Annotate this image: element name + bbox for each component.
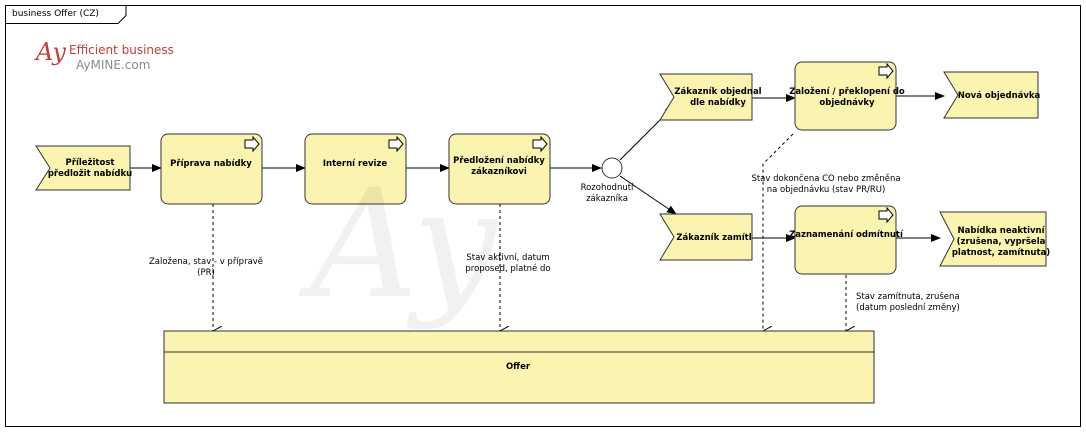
objflow-create-to-offer [763, 133, 794, 331]
event-new-order[interactable] [943, 71, 1039, 119]
customer-rejected-label: Zákazník zamítl [676, 233, 751, 243]
frame-title: business Offer (CZ) [12, 9, 99, 19]
prepare-offer-label: Příprava nabídky [170, 159, 252, 169]
event-customer-rejected[interactable] [659, 213, 753, 261]
activity-icon [532, 135, 548, 153]
action-prepare-offer[interactable]: Příprava nabídky [160, 133, 263, 205]
annotation-created: Založena, stav - v přípravě(PR) [149, 257, 263, 278]
activity-icon [244, 135, 260, 153]
activity-icon [878, 206, 894, 224]
internal-review-label: Interní revize [323, 159, 388, 169]
logo-mark: Ay [36, 38, 66, 66]
decision-gateway[interactable] [601, 157, 623, 179]
start-event-shape[interactable] [35, 145, 131, 191]
new-order-label: Nová objednávka [958, 91, 1041, 101]
watermark-logo: Ay [310, 158, 497, 332]
object-flows [213, 133, 846, 331]
record-rejection-label: Zaznamenání odmítnutí [789, 230, 904, 240]
flow-gateway-to-rejected [619, 175, 677, 215]
action-record-rejection[interactable]: Zaznamenání odmítnutí [789, 205, 904, 275]
action-internal-review[interactable]: Interní revize [304, 133, 407, 205]
offer-object[interactable]: Offer [163, 330, 875, 404]
logo-site: AyMINE.com [76, 58, 151, 72]
activity-icon [388, 135, 404, 153]
logo-tagline: Efficient business [69, 43, 174, 57]
event-offer-inactive[interactable] [939, 211, 1047, 267]
annotation-rejected: Stav zamítnuta, zrušena(datum poslední z… [856, 291, 960, 313]
event-customer-ordered[interactable] [659, 73, 753, 121]
offer-object-label: Offer [506, 362, 531, 372]
activity-icon [878, 62, 894, 80]
frame-tab-border [5, 5, 127, 24]
